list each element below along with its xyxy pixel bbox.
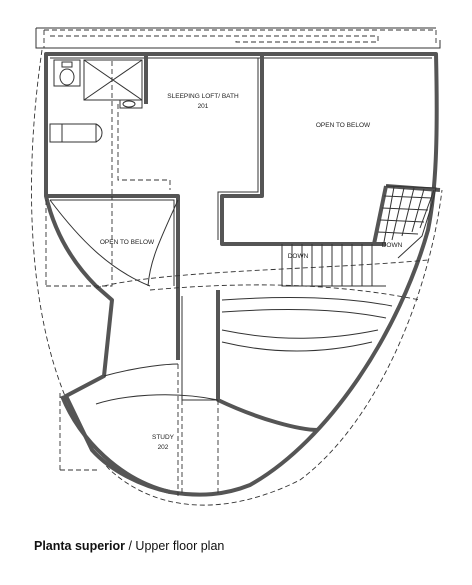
room-number-loft: 201: [198, 103, 209, 110]
stair-lower: [281, 244, 386, 287]
bathtub-icon: [49, 123, 97, 143]
caption-bold: Planta superior: [34, 539, 125, 553]
caption-rest: / Upper floor plan: [125, 539, 225, 553]
room-number-study: 202: [158, 444, 169, 451]
shower-icon: [83, 59, 143, 101]
room-label-loft: SLEEPING LOFT/ BATH: [167, 93, 239, 100]
plan-caption: Planta superior / Upper floor plan: [34, 539, 224, 553]
room-label-open-left: OPEN TO BELOW: [100, 239, 155, 246]
stair-upper: [372, 185, 437, 259]
toilet-icon: [59, 68, 75, 86]
room-label-open-right: OPEN TO BELOW: [316, 122, 371, 129]
roof-outline: [31, 27, 443, 506]
sink-icon: [119, 99, 143, 109]
bathroom-fixtures: [49, 59, 143, 143]
exterior-walls: [44, 52, 439, 497]
room-label-study: STUDY: [152, 434, 175, 441]
open-left-edges: [49, 199, 179, 287]
below-lines: [45, 60, 429, 496]
skylight-curves: [221, 297, 393, 352]
stair-label-down-left: DOWN: [288, 253, 309, 260]
stair-label-down-right: DOWN: [382, 242, 403, 249]
